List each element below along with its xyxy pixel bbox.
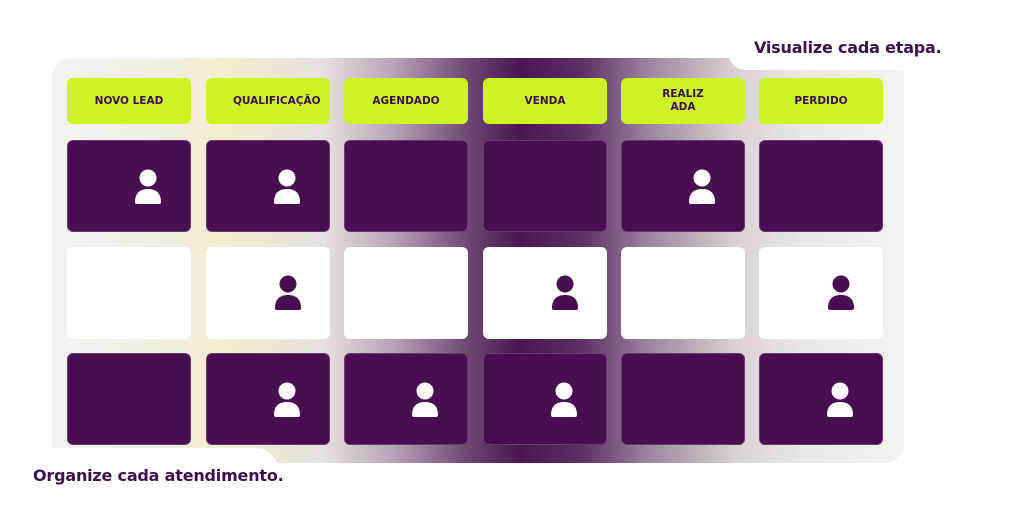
column-header-label: NOVO LEAD xyxy=(94,94,164,107)
card-r3-c4[interactable] xyxy=(483,353,607,445)
caption-visualize: Visualize cada etapa. xyxy=(754,38,942,57)
card-r1-c2[interactable] xyxy=(206,140,330,232)
person-icon xyxy=(552,275,578,310)
column-header-label: PERDIDO xyxy=(794,94,848,107)
column-header-4: VENDA xyxy=(483,78,607,124)
person-icon xyxy=(274,169,300,204)
person-icon xyxy=(274,382,300,417)
person-icon xyxy=(135,169,161,204)
card-r1-c5[interactable] xyxy=(621,140,745,232)
column-header-2: QUALIFICAÇÃO xyxy=(206,78,330,124)
column-header-label: VENDA xyxy=(524,94,566,107)
person-icon xyxy=(689,169,715,204)
column-header-label: AGENDADO xyxy=(372,94,440,107)
column-header-1: NOVO LEAD xyxy=(67,78,191,124)
card-r2-c2[interactable] xyxy=(206,247,330,339)
column-header-5: REALIZ ADA xyxy=(621,78,745,124)
person-icon xyxy=(551,382,577,417)
card-r2-c4[interactable] xyxy=(483,247,607,339)
card-r2-c1[interactable] xyxy=(67,247,191,339)
card-r3-c5[interactable] xyxy=(621,353,745,445)
card-r1-c6[interactable] xyxy=(759,140,883,232)
person-icon xyxy=(827,382,853,417)
card-r3-c6[interactable] xyxy=(759,353,883,445)
card-r1-c1[interactable] xyxy=(67,140,191,232)
column-header-label: QUALIFICAÇÃO xyxy=(233,94,321,107)
board-notch-bottom xyxy=(28,448,278,472)
board-notch-top xyxy=(728,52,918,70)
caption-organize: Organize cada atendimento. xyxy=(33,466,284,485)
person-icon xyxy=(275,275,301,310)
card-r3-c2[interactable] xyxy=(206,353,330,445)
card-r1-c3[interactable] xyxy=(344,140,468,232)
person-icon xyxy=(828,275,854,310)
card-r3-c1[interactable] xyxy=(67,353,191,445)
column-header-3: AGENDADO xyxy=(344,78,468,124)
card-r2-c6[interactable] xyxy=(759,247,883,339)
card-r2-c3[interactable] xyxy=(344,247,468,339)
card-r3-c3[interactable] xyxy=(344,353,468,445)
card-r2-c5[interactable] xyxy=(621,247,745,339)
person-icon xyxy=(412,382,438,417)
column-header-6: PERDIDO xyxy=(759,78,883,124)
card-r1-c4[interactable] xyxy=(483,140,607,232)
column-header-label: REALIZ ADA xyxy=(662,88,704,113)
